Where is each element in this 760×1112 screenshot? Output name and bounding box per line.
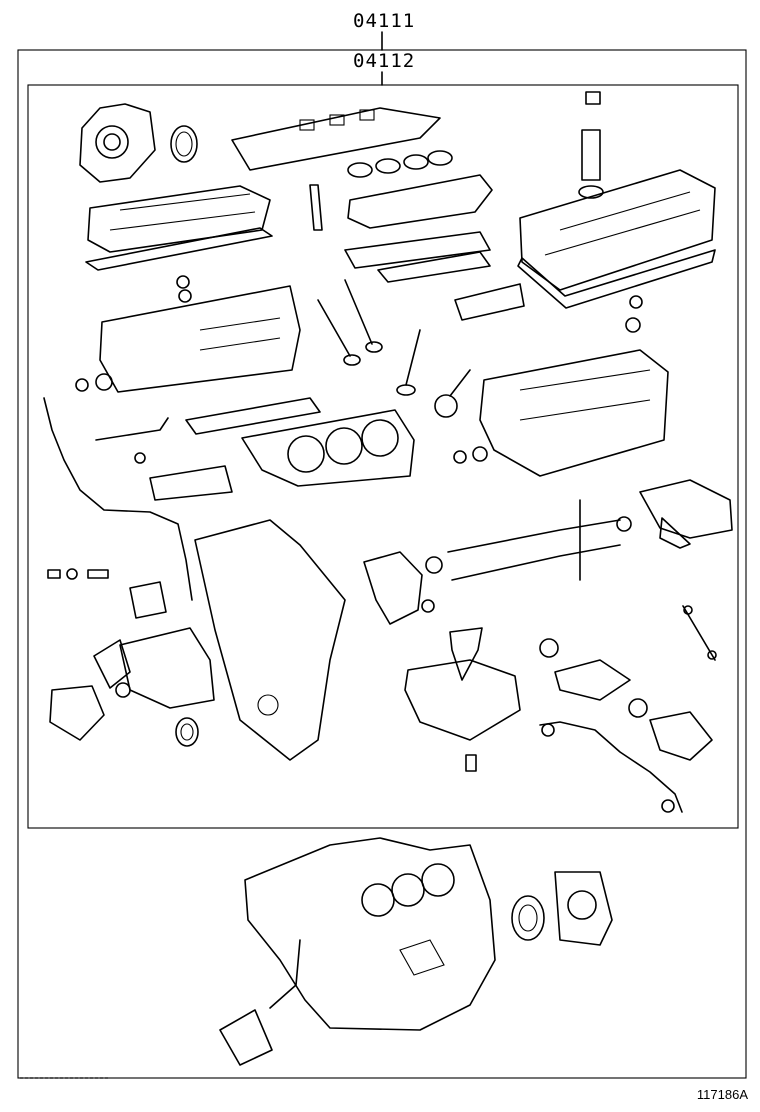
- exhaust-manifold-gasket-right-upper[interactable]: [344, 231, 491, 283]
- water-hose-lower[interactable]: [628, 698, 713, 761]
- cylinder-head-right[interactable]: [479, 349, 669, 477]
- intake-port-gaskets[interactable]: [347, 150, 453, 178]
- intake-manifold[interactable]: [347, 174, 493, 229]
- seals-misc[interactable]: [75, 373, 488, 464]
- dipstick-guide[interactable]: [43, 397, 193, 601]
- cylinder-head-left[interactable]: [99, 285, 301, 393]
- water-pump-gasket[interactable]: [129, 581, 167, 619]
- oil-pickup[interactable]: [219, 939, 301, 1066]
- rear-main-seal[interactable]: [511, 895, 545, 941]
- crankshaft-front-seal[interactable]: [175, 717, 199, 747]
- outer-kit-label[interactable]: 04111: [353, 10, 416, 32]
- valve-stem-seals[interactable]: [176, 275, 643, 333]
- oil-pan[interactable]: [404, 627, 521, 772]
- fuel-injector[interactable]: [309, 184, 323, 231]
- cam-plug[interactable]: [434, 369, 471, 418]
- water-outlet[interactable]: [363, 551, 443, 625]
- valve-cover-right[interactable]: [519, 169, 716, 291]
- throttle-body[interactable]: [79, 103, 156, 183]
- camshaft-seals[interactable]: [47, 568, 109, 580]
- spark-plug-tube-seals[interactable]: [682, 605, 717, 661]
- pcv-hose[interactable]: [95, 417, 169, 464]
- head-gasket-right[interactable]: [241, 409, 415, 487]
- outer-kit-frame: [17, 49, 747, 1079]
- oil-dipstick[interactable]: [539, 721, 683, 813]
- throttle-gasket[interactable]: [170, 125, 198, 163]
- water-outlet-housing[interactable]: [639, 479, 733, 549]
- rear-seal-retainer[interactable]: [554, 871, 613, 946]
- intake-manifold-gasket[interactable]: [231, 107, 441, 171]
- oil-filler-tube[interactable]: [578, 91, 604, 199]
- diagram-reference-number: 117186A: [696, 1087, 748, 1102]
- short-block[interactable]: [244, 837, 496, 1031]
- exhaust-manifold-gasket-left[interactable]: [149, 465, 233, 501]
- head-gasket-left[interactable]: [185, 397, 321, 435]
- inner-kit-label[interactable]: 04112: [353, 50, 416, 72]
- oil-filter-bracket[interactable]: [49, 639, 131, 741]
- oil-pump-gasket[interactable]: [119, 627, 215, 709]
- water-hose[interactable]: [539, 638, 631, 701]
- valve-cover-gasket-left[interactable]: [85, 227, 273, 271]
- timing-cover[interactable]: [194, 519, 346, 761]
- exhaust-manifold-gasket[interactable]: [454, 283, 525, 321]
- valve-cover-gasket-right[interactable]: [517, 249, 716, 309]
- inner-kit-frame: [27, 84, 739, 829]
- valves[interactable]: [317, 279, 421, 396]
- water-bypass-pipe[interactable]: [447, 499, 632, 581]
